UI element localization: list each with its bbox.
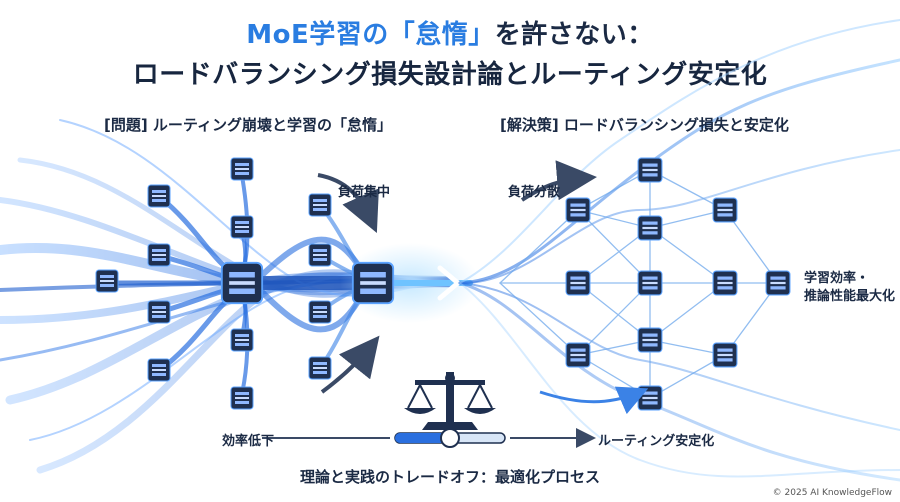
- routing-stable-label: ルーティング安定化: [598, 434, 715, 449]
- title-accent: MoE学習の「怠惰」: [246, 20, 495, 50]
- optimization-arrow: [539, 386, 649, 415]
- problem-heading: [問題] ルーティング崩壊と学習の「怠惰」: [104, 116, 393, 134]
- load-concentration-label: 負荷集中: [338, 185, 391, 200]
- right-flow-network: [458, 19, 900, 482]
- title-line-1: MoE学習の「怠惰」を許さない：: [0, 14, 900, 51]
- copyright: © 2025 AI KnowledgeFlow: [772, 488, 892, 498]
- tradeoff-slider: [262, 428, 596, 448]
- convergence-arrow-lower: [320, 335, 380, 394]
- result-label-line-1: 学習効率・: [804, 271, 870, 286]
- result-label: 学習効率・ 推論性能最大化: [804, 270, 895, 306]
- load-distribution-arrow: [520, 160, 597, 202]
- load-distribution-label: 負荷分散: [508, 185, 561, 200]
- balance-scale-icon: [404, 372, 496, 430]
- solution-heading: [解決策] ロードバランシング損失と安定化: [500, 116, 789, 134]
- bottom-caption: 理論と実践のトレードオフ：最適化プロセス: [299, 468, 600, 486]
- title-line-2: ロードバランシング損失設計論とルーティング安定化: [132, 60, 768, 90]
- load-concentration-arrow: [317, 173, 379, 233]
- result-label-line-2: 推論性能最大化: [804, 289, 896, 304]
- efficiency-drop-label: 効率低下: [222, 434, 275, 449]
- title-rest: を許さない：: [494, 20, 654, 50]
